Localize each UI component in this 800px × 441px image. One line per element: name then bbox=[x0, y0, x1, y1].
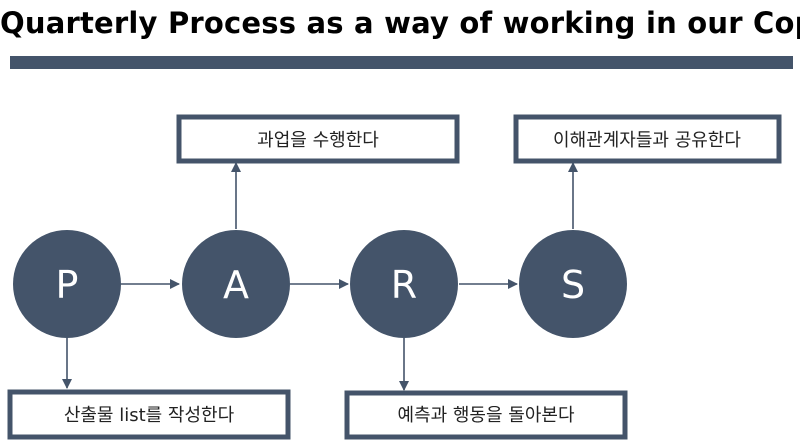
node-a-label: A bbox=[223, 263, 249, 307]
box-r-review: 예측과 행동을 돌아본다 bbox=[344, 390, 628, 440]
node-r-label: R bbox=[391, 263, 417, 307]
node-p-label: P bbox=[56, 263, 79, 307]
node-r: R bbox=[350, 230, 458, 338]
node-p: P bbox=[13, 230, 121, 338]
node-s-label: S bbox=[561, 263, 585, 307]
box-r-text: 예측과 행동을 돌아본다 bbox=[397, 405, 574, 426]
node-s: S bbox=[519, 230, 627, 338]
node-a: A bbox=[182, 230, 290, 338]
page-title: Quarterly Process as a way of working in… bbox=[0, 6, 800, 40]
box-s-text: 이해관계자들과 공유한다 bbox=[553, 130, 741, 151]
title-underline-bar bbox=[10, 56, 793, 69]
box-p-text: 산출물 list를 작성한다 bbox=[64, 405, 235, 426]
box-p-outputs: 산출물 list를 작성한다 bbox=[7, 389, 291, 440]
box-s-share: 이해관계자들과 공유한다 bbox=[513, 114, 782, 164]
box-a-text: 과업을 수행한다 bbox=[257, 130, 379, 151]
box-a-execute: 과업을 수행한다 bbox=[176, 114, 460, 164]
